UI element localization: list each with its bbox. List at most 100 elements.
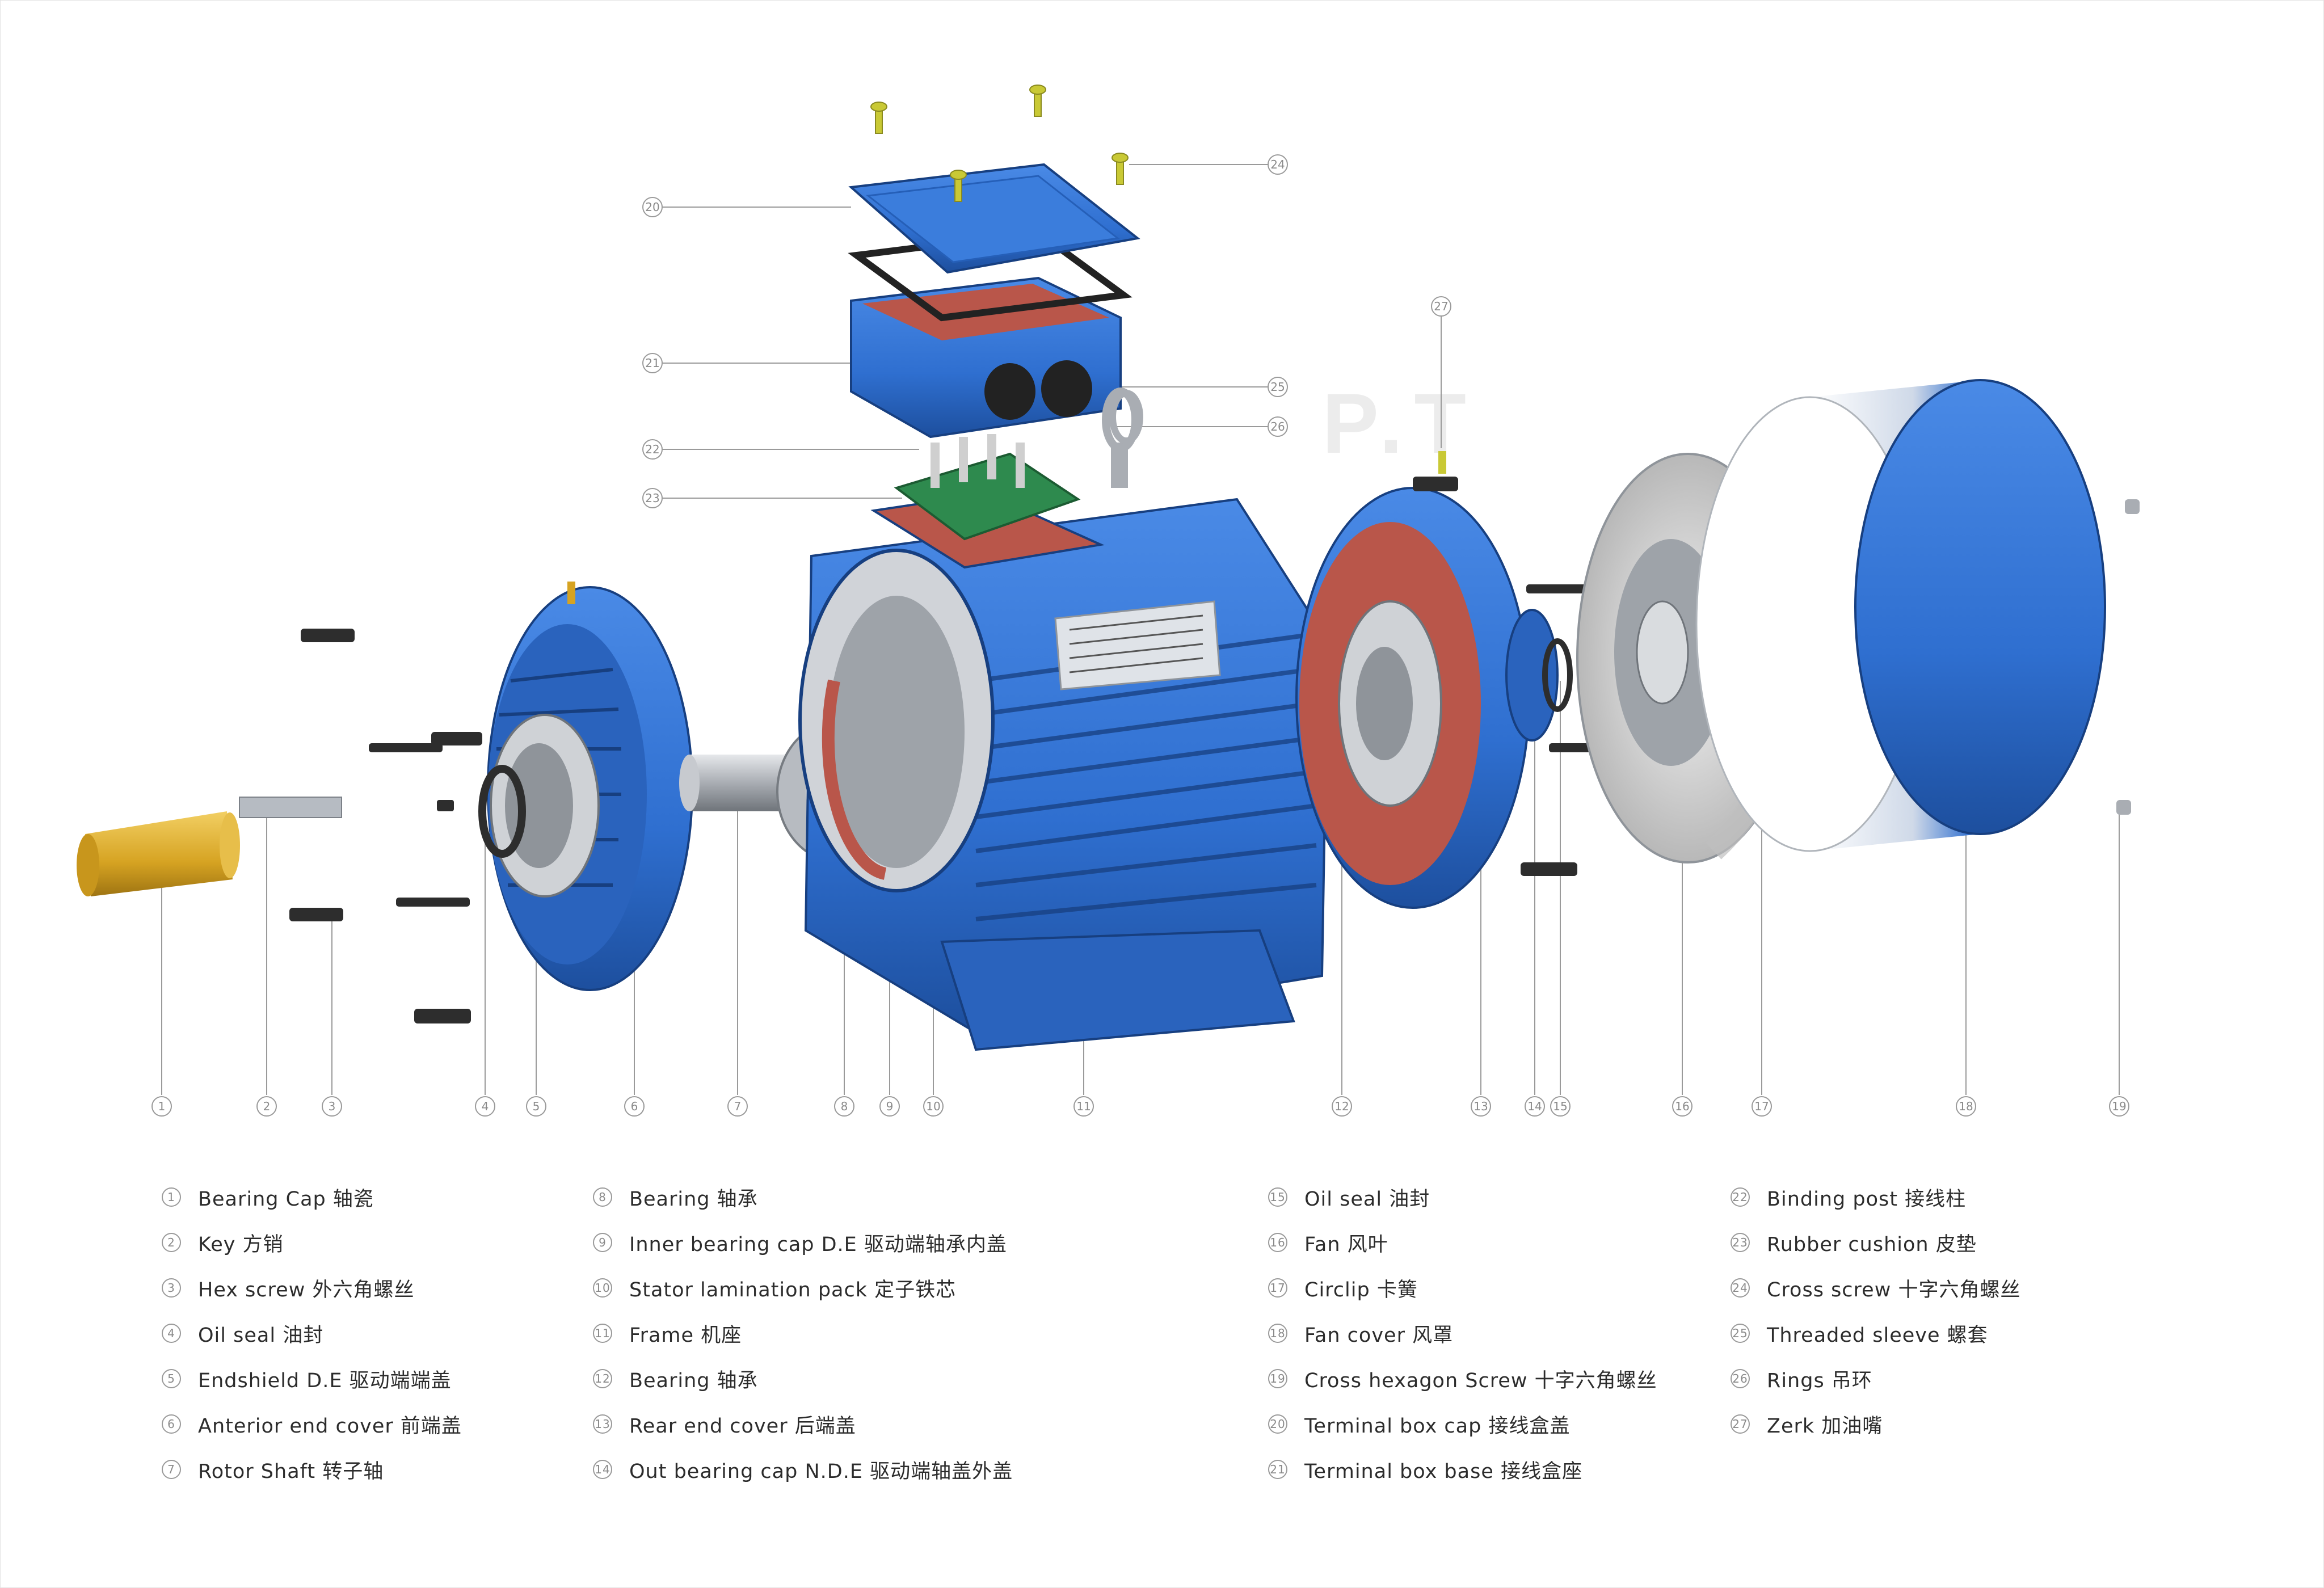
legend-label: Circlip 卡簧	[1304, 1278, 1418, 1301]
legend-number: 15	[1268, 1187, 1287, 1207]
legend-item: 14 Out bearing cap N.D.E 驱动端轴盖外盖	[593, 1452, 1013, 1486]
callout-3: 3	[322, 1096, 342, 1117]
legend-label: Hex screw 外六角螺丝	[198, 1278, 415, 1301]
callout-7: 7	[727, 1096, 748, 1117]
legend-number: 9	[593, 1233, 612, 1252]
callout-18: 18	[1956, 1096, 1976, 1117]
callout-19: 19	[2109, 1096, 2129, 1117]
legend-item: 4 Oil seal 油封	[162, 1316, 323, 1350]
callout-1: 1	[151, 1096, 172, 1117]
callout-20: 20	[642, 197, 663, 217]
legend-label: Bearing 轴承	[629, 1187, 758, 1211]
legend-label: Cross screw 十字六角螺丝	[1767, 1278, 2021, 1301]
callout-6: 6	[624, 1096, 645, 1117]
legend-label: Rotor Shaft 转子轴	[198, 1460, 384, 1483]
callout-17: 17	[1752, 1096, 1772, 1117]
legend-number: 5	[162, 1369, 181, 1388]
callout-10: 10	[923, 1096, 944, 1117]
legend-item: 19 Cross hexagon Screw 十字六角螺丝	[1268, 1362, 1657, 1396]
legend-label: Stator lamination pack 定子铁芯	[629, 1278, 957, 1301]
legend-number: 8	[593, 1187, 612, 1207]
legend-number: 22	[1731, 1187, 1750, 1207]
legend-number: 3	[162, 1278, 181, 1298]
screws-left	[289, 629, 482, 1023]
legend-item: 26 Rings 吊环	[1731, 1362, 1872, 1396]
legend-number: 6	[162, 1414, 181, 1434]
callout-26: 26	[1268, 416, 1288, 437]
legend-item: 24 Cross screw 十字六角螺丝	[1731, 1271, 2020, 1305]
legend-number: 20	[1268, 1414, 1287, 1434]
legend-label: Oil seal 油封	[198, 1324, 324, 1347]
legend-number: 26	[1731, 1369, 1750, 1388]
legend-number: 1	[162, 1187, 181, 1207]
legend-label: Key 方销	[198, 1233, 284, 1256]
legend-label: Bearing 轴承	[629, 1369, 758, 1392]
legend-number: 23	[1731, 1233, 1750, 1252]
coupling-sleeve	[77, 811, 240, 896]
legend-number: 13	[593, 1414, 612, 1434]
callout-12: 12	[1332, 1096, 1352, 1117]
callout-4: 4	[475, 1096, 495, 1117]
legend-item: 5 Endshield D.E 驱动端端盖	[162, 1362, 452, 1396]
legend-label: Bearing Cap 轴瓷	[198, 1187, 374, 1211]
callout-15: 15	[1550, 1096, 1571, 1117]
legend-label: Out bearing cap N.D.E 驱动端轴盖外盖	[629, 1460, 1013, 1483]
legend-item: 3 Hex screw 外六角螺丝	[162, 1271, 414, 1305]
legend-label: Binding post 接线柱	[1767, 1187, 1967, 1211]
out-bearing-cap	[1505, 609, 1573, 742]
legend-number: 18	[1268, 1324, 1287, 1343]
callout-9: 9	[879, 1096, 900, 1117]
legend-item: 7 Rotor Shaft 转子轴	[162, 1452, 384, 1486]
legend-number: 17	[1268, 1278, 1287, 1298]
legend-label: Cross hexagon Screw 十字六角螺丝	[1304, 1369, 1657, 1392]
legend-label: Frame 机座	[629, 1324, 742, 1347]
endshield-de	[478, 582, 693, 991]
legend-item: 23 Rubber cushion 皮垫	[1731, 1225, 1977, 1260]
legend-number: 4	[162, 1324, 181, 1343]
legend-item: 8 Bearing 轴承	[593, 1180, 758, 1214]
legend-label: Rings 吊环	[1767, 1369, 1872, 1392]
callout-23: 23	[642, 488, 663, 508]
cap-screws	[870, 85, 1129, 202]
legend-label: Inner bearing cap D.E 驱动端轴承内盖	[629, 1233, 1007, 1256]
callout-14: 14	[1525, 1096, 1545, 1117]
lifting-ring	[1109, 390, 1143, 444]
legend-label: Terminal box base 接线盒座	[1304, 1460, 1582, 1483]
legend-label: Fan cover 风罩	[1304, 1324, 1454, 1347]
legend-number: 24	[1731, 1278, 1750, 1298]
callout-8: 8	[834, 1096, 854, 1117]
legend-number: 19	[1268, 1369, 1287, 1388]
legend-item: 22 Binding post 接线柱	[1731, 1180, 1966, 1214]
legend-label: Terminal box cap 接线盒盖	[1304, 1414, 1571, 1438]
rear-end-cover	[1295, 451, 1530, 909]
callout-2: 2	[256, 1096, 277, 1117]
terminal-block	[894, 434, 1081, 541]
legend-number: 16	[1268, 1233, 1287, 1252]
legend-number: 7	[162, 1460, 181, 1479]
callout-13: 13	[1471, 1096, 1491, 1117]
legend-item: 20 Terminal box cap 接线盒盖	[1268, 1407, 1570, 1441]
legend-item: 1 Bearing Cap 轴瓷	[162, 1180, 374, 1214]
legend-number: 2	[162, 1233, 181, 1252]
legend-label: Zerk 加油嘴	[1767, 1414, 1883, 1438]
callout-24: 24	[1268, 154, 1288, 175]
legend-number: 14	[593, 1460, 612, 1479]
key-part	[239, 797, 342, 818]
motor-frame	[798, 492, 1329, 1051]
callout-27: 27	[1431, 296, 1451, 317]
legend-item: 27 Zerk 加油嘴	[1731, 1407, 1883, 1441]
legend-label: Rubber cushion 皮垫	[1767, 1233, 1977, 1256]
callout-25: 25	[1268, 377, 1288, 397]
callout-21: 21	[642, 353, 663, 373]
legend-label: Endshield D.E 驱动端端盖	[198, 1369, 452, 1392]
legend-number: 27	[1731, 1414, 1750, 1434]
